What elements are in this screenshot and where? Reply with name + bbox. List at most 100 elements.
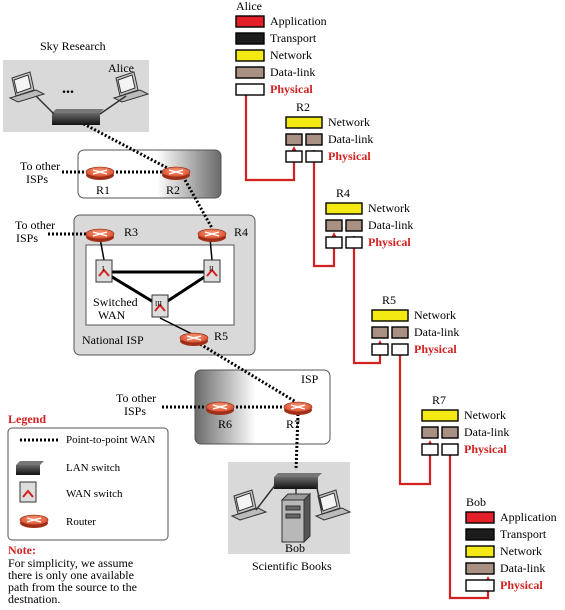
to-other-isps-2b: ISPs xyxy=(16,231,39,245)
r4-layer-label: Network xyxy=(368,201,410,215)
router-icon-r2 xyxy=(161,166,191,180)
r2-layer-physical xyxy=(285,150,323,163)
router-icon-r4 xyxy=(197,228,227,242)
note-line: For simplicity, we assume xyxy=(8,556,134,570)
point-to-point-links xyxy=(20,120,300,471)
bob-server-label: Bob xyxy=(285,541,306,555)
alice-layer-network xyxy=(235,49,265,62)
alice-layer-label: Transport xyxy=(270,31,317,45)
laptop-icon xyxy=(230,489,268,521)
legend-lan: LAN switch xyxy=(66,462,121,474)
to-other-isps-3: To other xyxy=(116,391,157,405)
legend-box xyxy=(7,427,169,541)
r6-label: R6 xyxy=(218,417,233,431)
r7-layer-network xyxy=(421,409,459,422)
r2-label: R2 xyxy=(166,183,181,197)
router-icon-r1 xyxy=(85,166,115,180)
router-legend-icon xyxy=(19,514,49,528)
server-icon xyxy=(280,492,312,544)
r7-layer-physical xyxy=(421,443,459,456)
isp-top-box xyxy=(77,149,222,199)
note-line: there is only one available xyxy=(8,568,134,582)
r1-label: R1 xyxy=(96,183,111,197)
legend-title: Legend xyxy=(8,412,47,426)
r4-layer-network xyxy=(325,202,363,215)
bob-layer-physical xyxy=(465,579,495,592)
alice-layer-transport xyxy=(235,32,265,45)
protocol-stacks xyxy=(235,15,495,592)
lan-switch-icon xyxy=(52,109,104,125)
alice-layer-label: Data-link xyxy=(270,65,316,79)
legend-wan: WAN switch xyxy=(66,488,123,500)
laptop-icon xyxy=(8,71,46,103)
alice-layer-label: Application xyxy=(270,14,327,28)
r5-layer-label: Physical xyxy=(414,342,457,356)
r2-layer-label: Network xyxy=(328,115,370,129)
note-title: Note: xyxy=(8,543,36,557)
r7-layer-label: Physical xyxy=(464,442,507,456)
wan-switch-icon xyxy=(203,259,221,283)
bob-layer-label: Transport xyxy=(500,527,547,541)
router-icon-r3 xyxy=(85,228,115,242)
lan-switch-icon xyxy=(274,473,322,489)
r2-layer-label: Data-link xyxy=(328,132,374,146)
isp-bottom-label: ISP xyxy=(301,372,319,386)
r5-layer-network xyxy=(371,309,409,322)
wan-switch-legend-icon xyxy=(19,481,37,503)
bob-layer-label: Network xyxy=(500,544,542,558)
switch-ii-label: II xyxy=(209,265,214,273)
bob-layer-network xyxy=(465,545,495,558)
bob-layer-data-link xyxy=(465,562,495,575)
switched-wan-label: Switched xyxy=(93,295,138,309)
alice-layer-physical xyxy=(235,83,265,96)
to-other-isps-2: To other xyxy=(15,218,56,232)
wan-switch-icon xyxy=(151,294,169,318)
lan-switch-legend-icon xyxy=(16,461,44,475)
bob-layer-transport xyxy=(465,528,495,541)
r5-label: R5 xyxy=(214,329,229,343)
alice-layer-label: Network xyxy=(270,48,312,62)
r7-label: R7 xyxy=(286,417,301,431)
ellipsis: ... xyxy=(62,80,74,97)
r4-layer-label: Physical xyxy=(368,235,411,249)
r7-layer-label: Network xyxy=(464,408,506,422)
wan-switch-icon xyxy=(95,259,113,283)
r2-layer-network xyxy=(285,116,323,129)
r4-stack-name: R4 xyxy=(336,186,351,200)
r5-layer-data-link xyxy=(371,326,409,339)
switched-wan-links xyxy=(103,270,213,308)
bob-layer-application xyxy=(465,511,495,524)
switch-iii-label: III xyxy=(155,300,162,308)
alice-layer-data-link xyxy=(235,66,265,79)
router-icon-r5 xyxy=(179,332,209,346)
routers xyxy=(19,166,313,528)
r5-layer-label: Data-link xyxy=(414,325,460,339)
note-line: destnation. xyxy=(8,592,61,606)
r7-layer-label: Data-link xyxy=(464,425,510,439)
bob-layer-label: Data-link xyxy=(500,561,546,575)
r7-layer-data-link xyxy=(421,426,459,439)
laptop-icon xyxy=(314,489,352,521)
note-line: path from the source to the xyxy=(8,580,137,594)
bob-layer-label: Physical xyxy=(500,578,543,592)
sky-research-title: Sky Research xyxy=(40,39,106,53)
r4-layer-physical xyxy=(325,236,363,249)
r2-layer-data-link xyxy=(285,133,323,146)
alice-layer-label: Physical xyxy=(270,82,313,96)
bob-layer-label: Application xyxy=(500,510,557,524)
router-icon-r7 xyxy=(283,401,313,415)
legend-router: Router xyxy=(66,516,96,528)
alice-layer-application xyxy=(235,15,265,28)
r5-layer-physical xyxy=(371,343,409,356)
r4-label: R4 xyxy=(234,225,249,239)
router-icon-r6 xyxy=(205,401,235,415)
national-isp-title: National ISP xyxy=(82,333,144,347)
to-other-isps-1: To other xyxy=(20,159,61,173)
r5-stack-name: R5 xyxy=(382,293,397,307)
r5-layer-label: Network xyxy=(414,308,456,322)
r4-layer-label: Data-link xyxy=(368,218,414,232)
r7-stack-name: R7 xyxy=(432,393,447,407)
alice-stack-name: Alice xyxy=(236,0,262,13)
